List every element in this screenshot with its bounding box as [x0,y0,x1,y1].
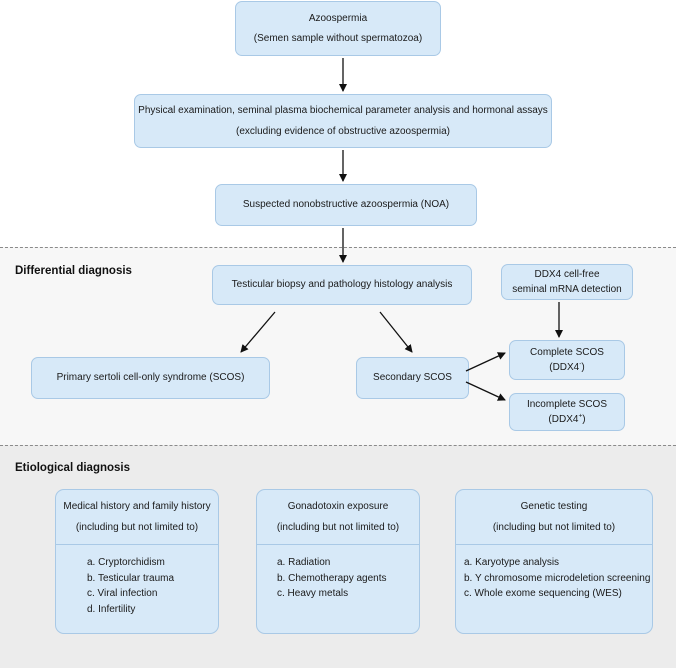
arrow-biopsy-to-primary [240,311,276,353]
examination-label: Physical examination, seminal plasma bio… [138,105,548,116]
differential-diagnosis-title: Differential diagnosis [15,265,132,277]
gonadotoxin-card-header: Gonadotoxin exposure (including but not … [257,490,419,545]
list-item: a. Karyotype analysis [464,557,560,568]
medical-history-subtitle: (including but not limited to) [75,522,199,533]
primary-scos-label: Primary sertoli cell-only syndrome (SCOS… [56,372,245,384]
incomplete-scos-node: Incomplete SCOS (DDX4+) [509,393,625,431]
medical-history-card-header: Medical history and family history (incl… [56,490,218,545]
list-item: a. Cryptorchidism [87,557,165,568]
azoospermia-sublabel: (Semen sample without spermatozoa) [253,33,423,44]
ddx4-detection-label: DDX4 cell-free [534,269,600,280]
gonadotoxin-list: a. Radiation b. Chemotherapy agents c. H… [257,545,419,602]
genetic-testing-list: a. Karyotype analysis b. Y chromosome mi… [456,545,652,602]
gonadotoxin-title: Gonadotoxin exposure [287,500,389,512]
genetic-testing-card-header: Genetic testing (including but not limit… [456,490,652,545]
genetic-testing-card: Genetic testing (including but not limit… [455,489,653,634]
incomplete-scos-marker: (DDX4+) [548,412,586,425]
arrow-secondary-to-incomplete [465,381,506,401]
ddx4-detection-node: DDX4 cell-free seminal mRNA detection [501,264,633,300]
complete-scos-marker: (DDX4-) [549,360,585,373]
list-item: c. Viral infection [87,588,158,599]
medical-history-card: Medical history and family history (incl… [55,489,219,634]
list-item: b. Testicular trauma [87,572,175,584]
etiological-diagnosis-title: Etiological diagnosis [15,462,131,474]
arrow-secondary-to-complete [465,352,506,372]
medical-history-title: Medical history and family history [63,500,211,512]
gonadotoxin-exposure-card: Gonadotoxin exposure (including but not … [256,489,420,634]
list-item: c. Whole exome sequencing (WES) [464,588,622,599]
secondary-scos-label: Secondary SCOS [373,372,452,384]
list-item: b. Y chromosome microdeletion screening [464,572,651,584]
examination-sublabel: (excluding evidence of obstructive azoos… [236,125,450,137]
incomplete-scos-label: Incomplete SCOS [526,399,608,410]
primary-scos-node: Primary sertoli cell-only syndrome (SCOS… [31,357,270,399]
complete-scos-node: Complete SCOS (DDX4-) [509,340,625,380]
secondary-scos-node: Secondary SCOS [356,357,469,399]
suspected-noa-node: Suspected nonobstructive azoospermia (NO… [215,184,477,226]
genetic-testing-subtitle: (including but not limited to) [492,522,616,533]
list-item: c. Heavy metals [277,588,349,599]
medical-history-list: a. Cryptorchidism b. Testicular trauma c… [56,545,218,617]
testicular-biopsy-node: Testicular biopsy and pathology histolog… [212,265,472,305]
list-item: a. Radiation [277,557,331,568]
suspected-noa-label: Suspected nonobstructive azoospermia (NO… [242,199,450,211]
list-item: b. Chemotherapy agents [277,572,387,584]
testicular-biopsy-label: Testicular biopsy and pathology histolog… [231,279,453,291]
complete-scos-label: Complete SCOS [530,347,604,358]
azoospermia-label: Azoospermia [308,12,368,24]
gonadotoxin-subtitle: (including but not limited to) [276,522,400,533]
examination-node: Physical examination, seminal plasma bio… [134,94,552,148]
arrow-biopsy-to-secondary [379,311,413,353]
genetic-testing-title: Genetic testing [520,500,588,512]
ddx4-detection-sublabel: seminal mRNA detection [512,283,622,295]
list-item: d. Infertility [87,603,136,615]
azoospermia-node: Azoospermia (Semen sample without sperma… [235,1,441,56]
